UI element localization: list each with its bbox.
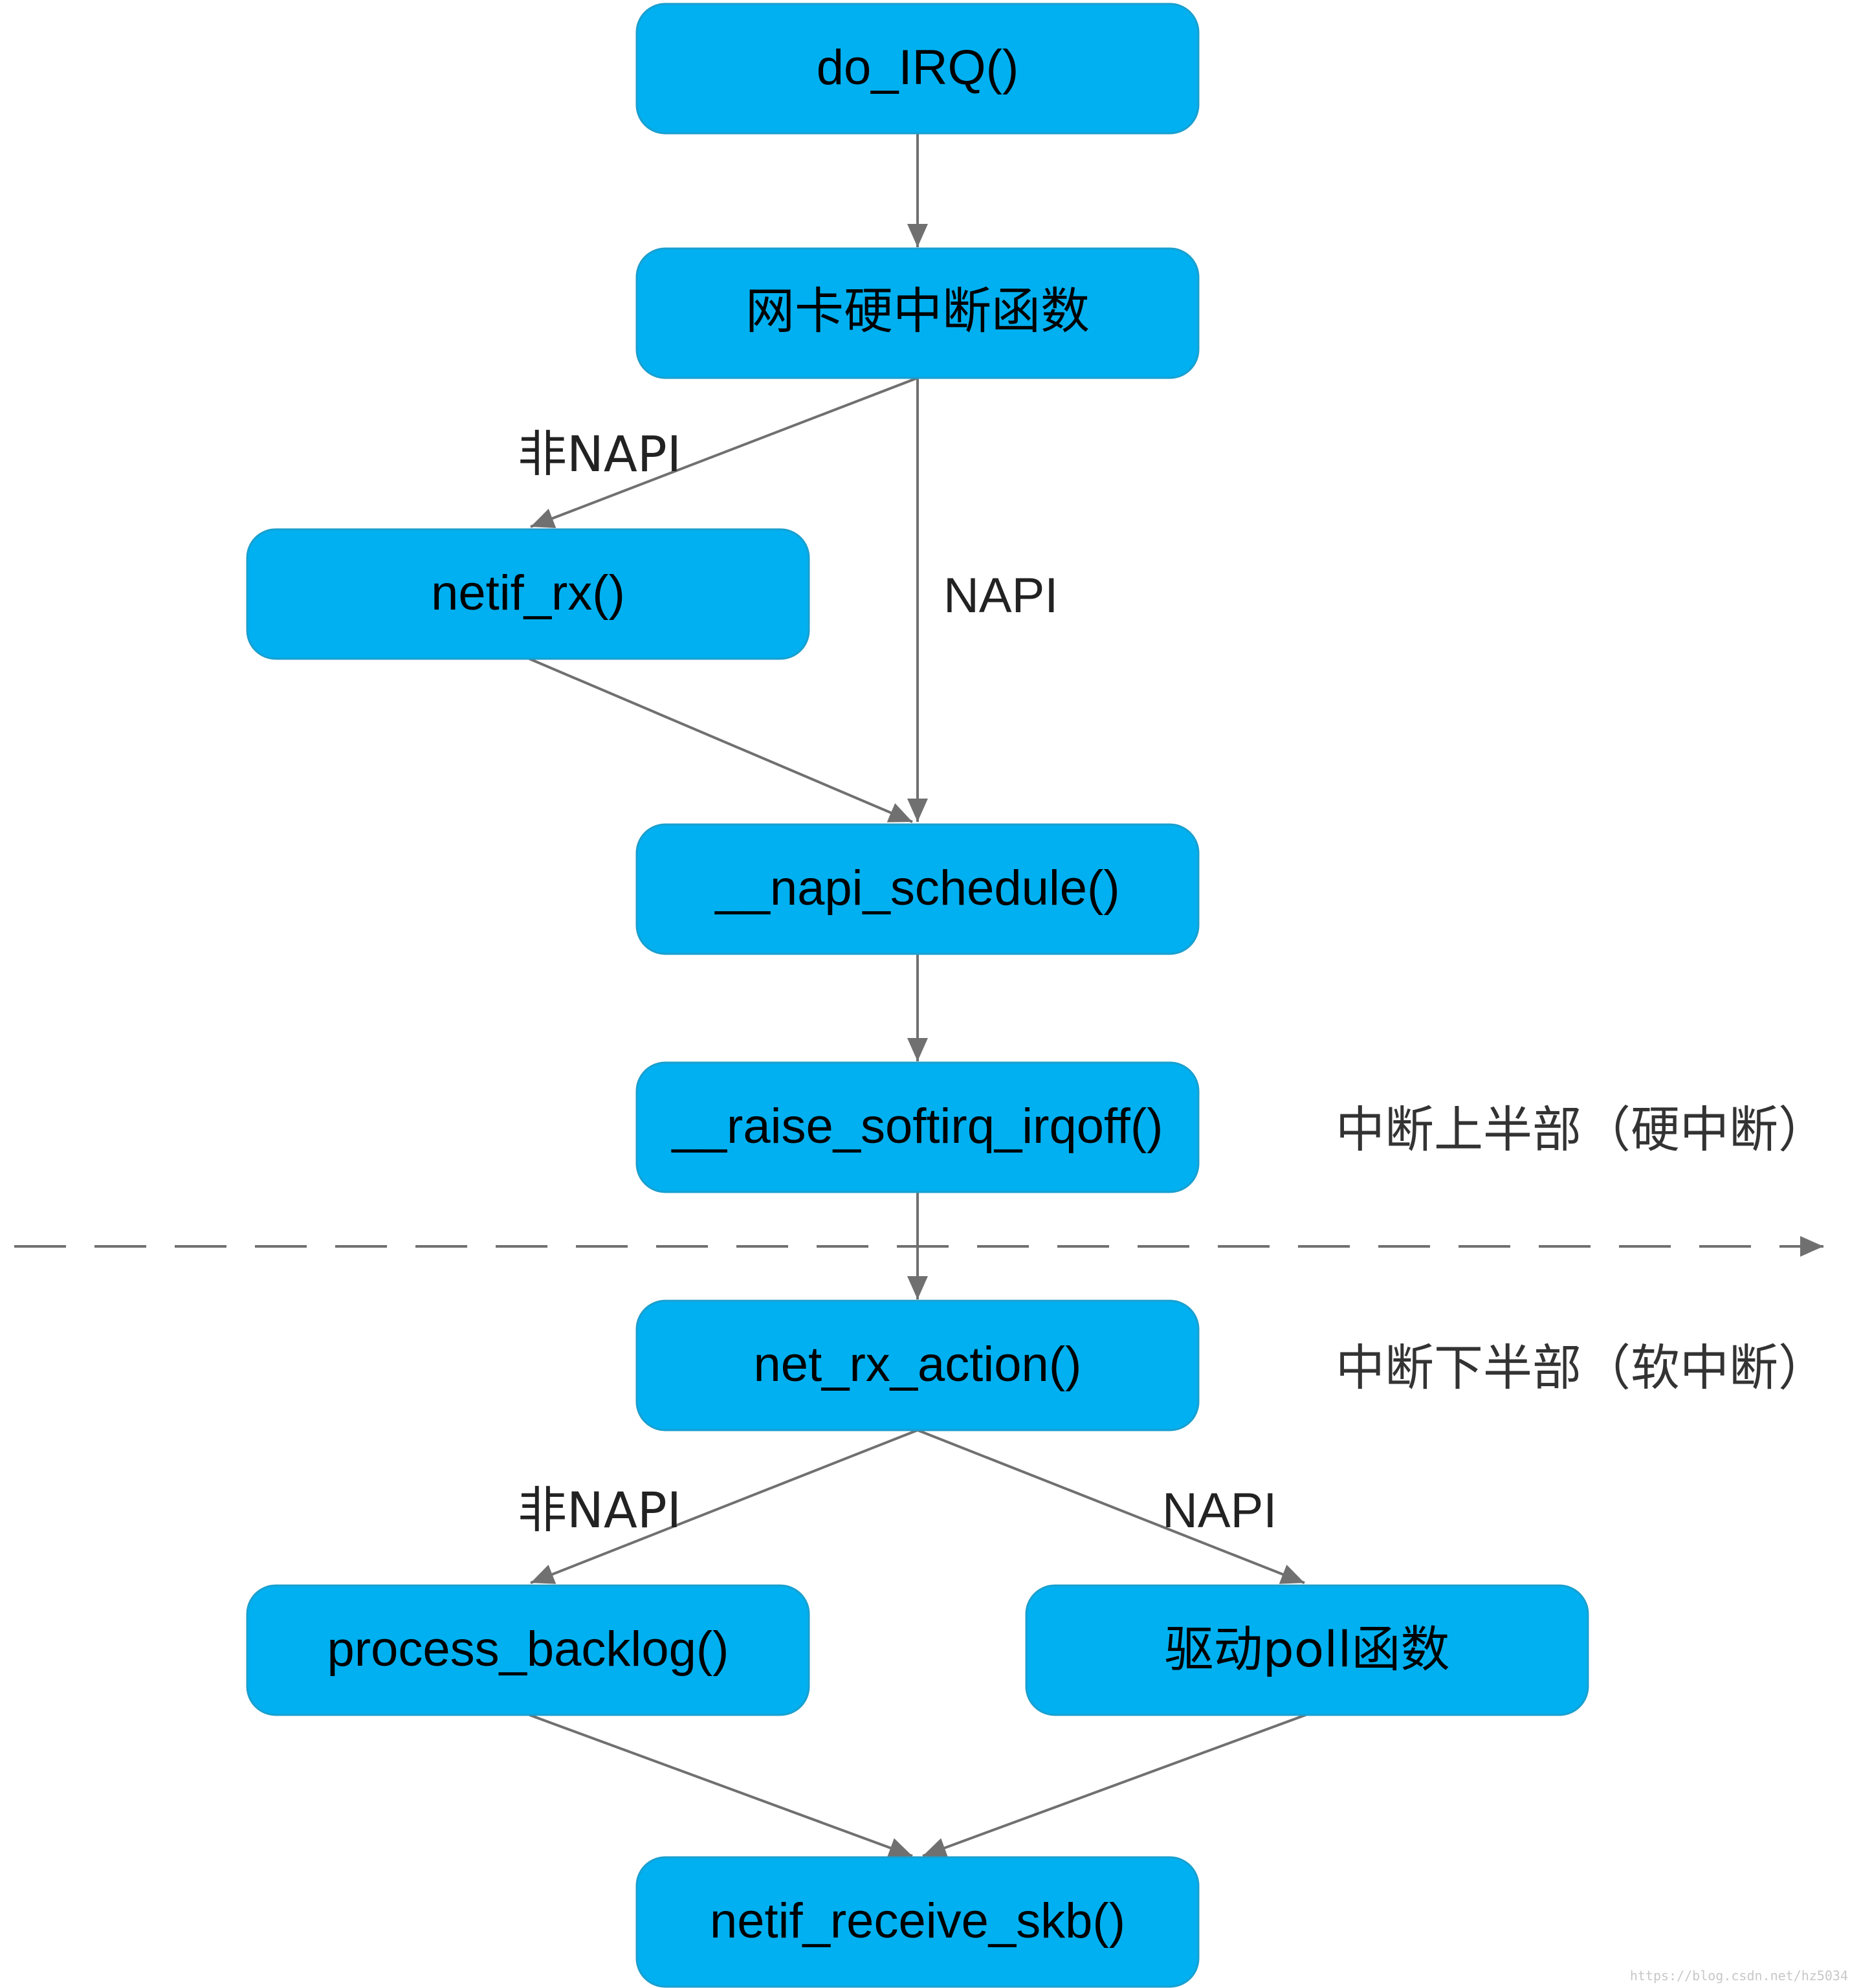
node-netif-rx: netif_rx() [246,528,810,660]
node-napi-schedule: __napi_schedule() [635,823,1200,955]
node-raise-softirq-label: __raise_softirq_irqoff() [671,1099,1163,1154]
node-process-backlog: process_backlog() [246,1584,810,1716]
node-raise-softirq: __raise_softirq_irqoff() [635,1061,1200,1193]
node-netif-receive-skb: netif_receive_skb() [635,1856,1200,1988]
edge-nic-to-netifrx [530,377,918,529]
node-net-rx-action-label: net_rx_action() [754,1337,1082,1392]
edge-label-bottom-napi: NAPI [1162,1483,1277,1538]
edge-backlog-to-receiveskb [529,1714,913,1858]
node-netif-rx-label: netif_rx() [431,566,625,621]
edge-label-bottom-non-napi: 非NAPI [518,1481,681,1539]
edge-poll-to-receiveskb [922,1714,1306,1858]
node-nic-hard-irq: 网卡硬中断函数 [635,247,1200,379]
node-net-rx-action: net_rx_action() [635,1299,1200,1431]
node-driver-poll-label: 驱动poll函数 [1165,1620,1450,1678]
region-label-upper-half: 中断上半部（硬中断） [1336,1101,1827,1158]
node-nic-hard-irq-label: 网卡硬中断函数 [745,282,1090,340]
node-process-backlog-label: process_backlog() [327,1622,729,1677]
region-label-lower-half: 中断下半部（软中断） [1336,1339,1827,1397]
node-do-irq-label: do_IRQ() [817,40,1019,95]
edge-label-top-napi: NAPI [943,568,1058,623]
node-napi-schedule-label: __napi_schedule() [714,861,1119,916]
node-netif-receive-skb-label: netif_receive_skb() [710,1894,1125,1949]
edge-netifrx-to-napischedule [529,657,913,823]
node-driver-poll: 驱动poll函数 [1025,1584,1589,1716]
watermark-url: https://blog.csdn.net/hz5034 [1630,1968,1848,1983]
edge-label-top-non-napi: 非NAPI [518,425,681,483]
edge-netrxaction-to-poll [917,1429,1305,1584]
edge-netrxaction-to-backlog [530,1429,918,1584]
node-do-irq: do_IRQ() [635,3,1200,135]
